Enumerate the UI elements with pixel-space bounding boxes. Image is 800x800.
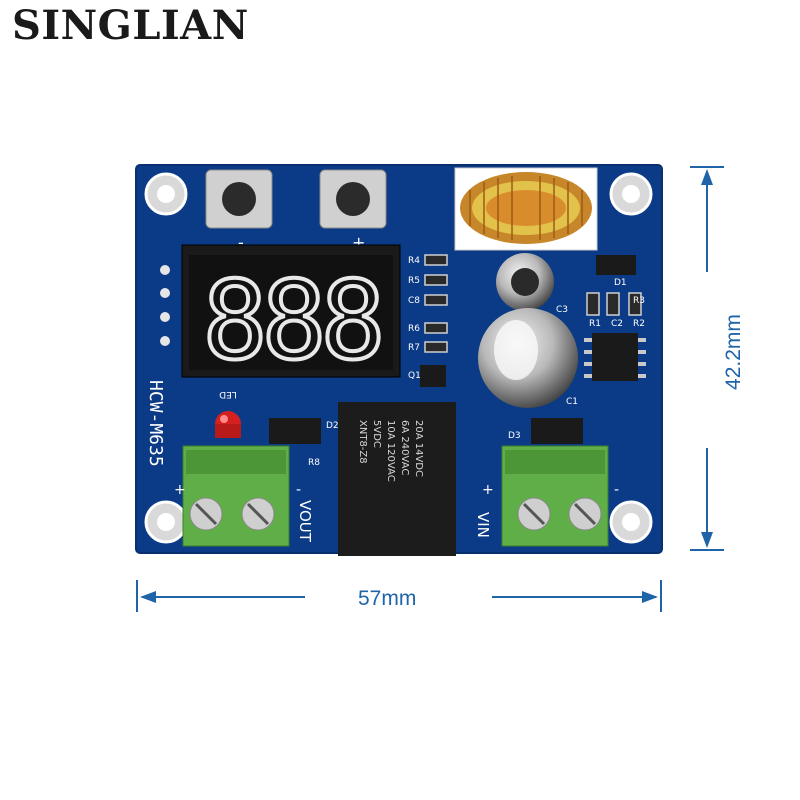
width-dimension-line <box>136 580 662 612</box>
transistor-q1 <box>420 365 446 387</box>
small-capacitor <box>496 253 554 311</box>
svg-text:C1: C1 <box>566 397 578 407</box>
minus-button[interactable] <box>205 169 273 229</box>
in-plus-label: + <box>482 482 494 498</box>
led-label: LED <box>219 389 237 399</box>
brand-logo: SINGLIAN <box>12 2 249 49</box>
model-label: HCW-M635 <box>145 380 166 467</box>
output-terminal <box>182 445 290 547</box>
diode-d3 <box>531 418 583 444</box>
svg-text:R4: R4 <box>408 256 420 266</box>
svg-text:R2: R2 <box>633 319 645 329</box>
svg-text:C3: C3 <box>556 305 568 315</box>
svg-text:R5: R5 <box>408 276 420 286</box>
svg-text:C2: C2 <box>611 319 623 329</box>
svg-text:D3: D3 <box>508 431 521 441</box>
vin-label: VIN <box>474 512 492 538</box>
toroid-inductor <box>454 167 598 251</box>
smd-components <box>424 254 642 353</box>
out-plus-label: + <box>174 482 186 498</box>
height-dimension-line <box>690 166 724 551</box>
svg-text:R8: R8 <box>308 458 320 468</box>
red-led <box>215 411 241 438</box>
plus-button[interactable] <box>319 169 387 229</box>
ic-chip <box>592 333 638 381</box>
mounting-hole <box>144 172 653 544</box>
svg-text:R1: R1 <box>589 319 601 329</box>
height-dimension-label: 42.2mm <box>722 314 745 390</box>
svg-text:D1: D1 <box>614 278 627 288</box>
vout-label: VOUT <box>296 500 314 543</box>
diode-d1 <box>596 255 636 275</box>
header-pads <box>160 265 170 346</box>
out-minus-label: - <box>296 482 301 498</box>
svg-text:R3: R3 <box>633 296 645 306</box>
in-minus-label: - <box>614 482 619 498</box>
minus-button-label: - <box>238 233 244 252</box>
seven-segment-display: 888 <box>181 244 401 386</box>
relay: XNT8-Z8 5VDC 10A 120VAC 6A 240VAC 20A 14… <box>338 402 456 556</box>
large-capacitor <box>478 308 578 408</box>
input-terminal <box>501 445 609 547</box>
svg-text:D2: D2 <box>326 421 339 431</box>
svg-text:XNT8-Z8 5VDC 10A 1: XNT8-Z8 5VDC 10A 120VAC 6A 240VAC 20A 14… <box>357 420 424 485</box>
svg-text:C8: C8 <box>408 296 420 306</box>
svg-text:R7: R7 <box>408 343 420 353</box>
svg-text:R6: R6 <box>408 324 420 334</box>
component-designators: R4 R5 C8 R6 R7 Q1 R8 D1 D2 D3 C3 C1 C2 R… <box>308 256 645 468</box>
diode-d2 <box>269 418 321 444</box>
svg-text:888: 888 <box>202 259 379 384</box>
svg-text:Q1: Q1 <box>408 371 421 381</box>
width-dimension-label: 57mm <box>358 587 417 610</box>
